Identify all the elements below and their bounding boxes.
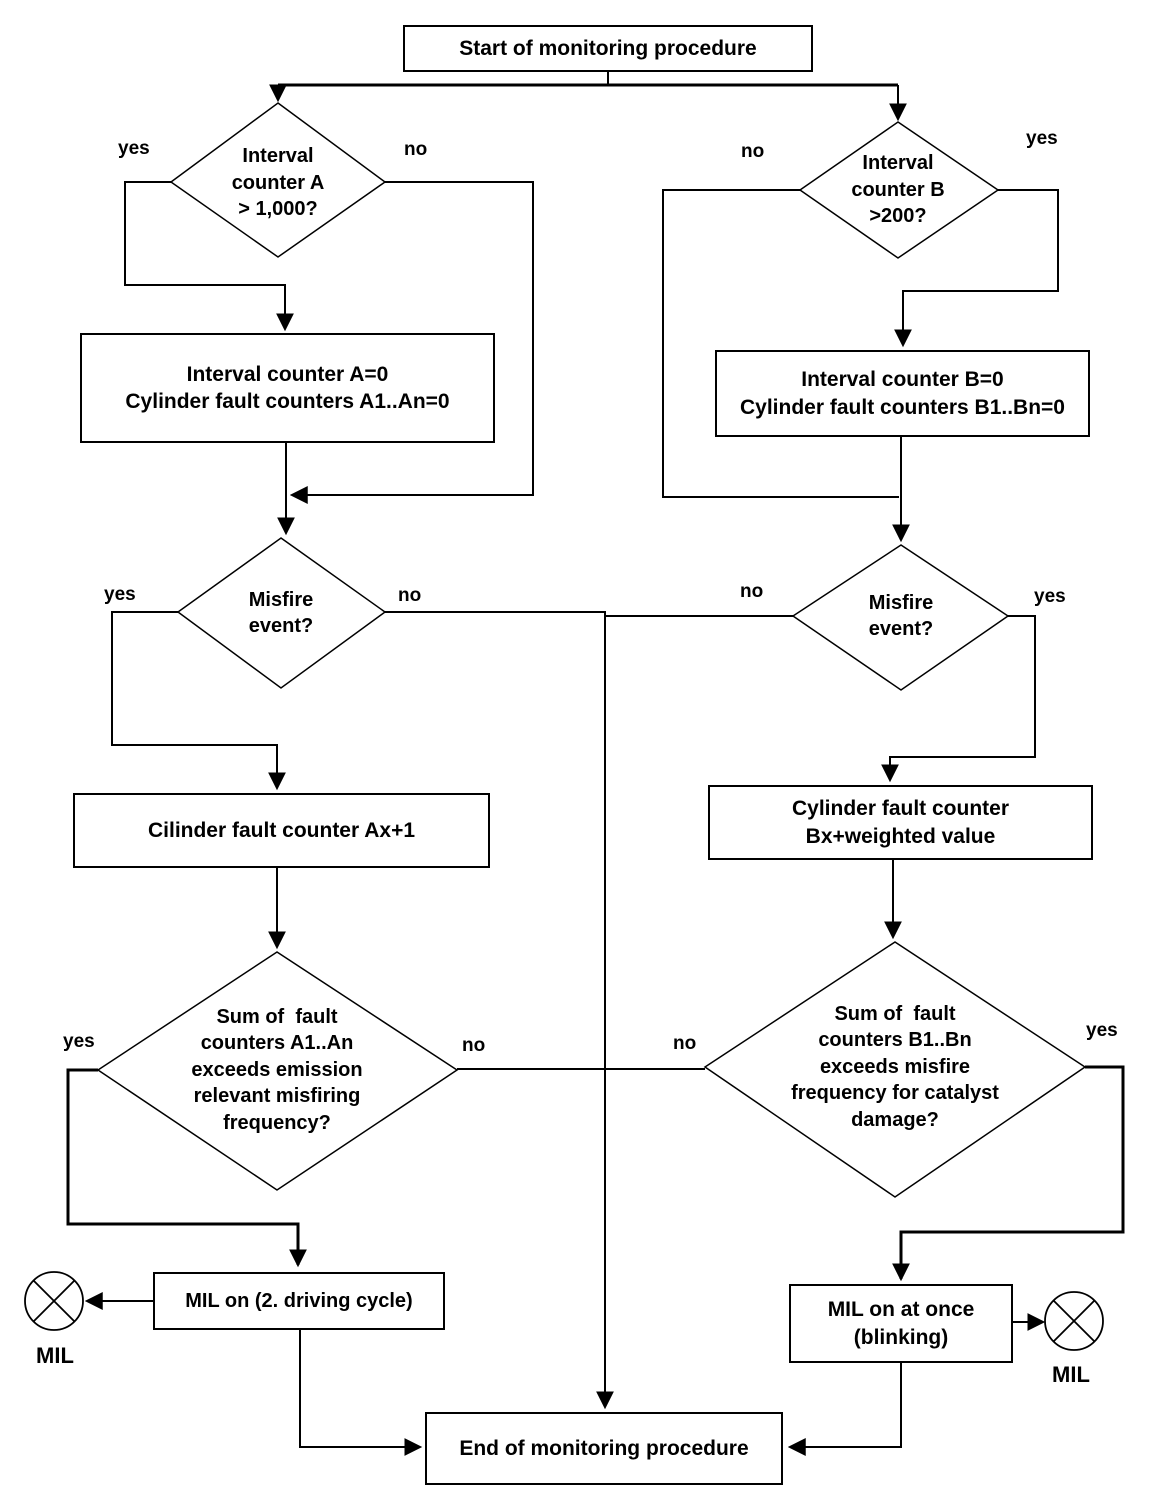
node-sum-a: Sum of fault counters A1..An exceeds emi… — [191, 1006, 363, 1134]
node-increment-a: Cilinder fault counter Ax+1 — [73, 793, 490, 868]
edge-misfire-b-yes — [881, 615, 1036, 783]
node-sum-b: Sum of fault counters B1..Bn exceeds mis… — [791, 1003, 999, 1131]
edge-interval-b-no — [662, 189, 899, 498]
edge-label-interval-b-no: no — [741, 141, 765, 162]
node-reset-a: Interval counter A=0 Cylinder fault coun… — [80, 333, 495, 443]
decision-sum-a-diamond — [96, 951, 459, 1191]
edge-label-interval-a-yes: yes — [118, 138, 150, 159]
node-end: End of monitoring procedure — [425, 1412, 783, 1485]
edge-label-misfire-b-no: no — [740, 581, 764, 602]
edge-label-misfire-a-yes: yes — [104, 584, 136, 605]
edge-interval-b-yes — [894, 189, 1059, 348]
edge-interval-a-yes — [124, 181, 294, 332]
edge-sum-b-yes — [892, 1065, 1125, 1282]
decision-interval-a-diamond — [169, 102, 387, 258]
node-interval-counter-a: Interval counter A > 1,000? — [231, 145, 325, 221]
edge-label-sum-a-yes: yes — [63, 1031, 95, 1052]
decision-interval-b-diamond — [798, 121, 1000, 259]
edge-label-sum-a-no: no — [462, 1035, 486, 1056]
mil-lamp-a-label: MIL — [36, 1343, 74, 1368]
edge-label-interval-a-no: no — [404, 139, 428, 160]
mil-lamp-a-icon — [24, 1271, 84, 1331]
edge-label-sum-b-yes: yes — [1086, 1020, 1118, 1041]
node-misfire-b: Misfire event? — [868, 591, 934, 640]
node-reset-b: Interval counter B=0 Cylinder fault coun… — [715, 350, 1090, 437]
edge-label-sum-b-no: no — [673, 1033, 697, 1054]
decision-misfire-a-diamond — [176, 537, 387, 689]
edge-misfire-a-yes — [111, 611, 286, 791]
edge-misfire-a-no-center — [385, 611, 614, 1410]
node-start: Start of monitoring procedure — [403, 25, 813, 72]
edge-mil-b-to-end — [787, 1363, 902, 1456]
edge-label-misfire-b-yes: yes — [1034, 586, 1066, 607]
node-interval-counter-b: Interval counter B >200? — [851, 152, 945, 228]
node-mil-b: MIL on at once (blinking) — [789, 1284, 1013, 1363]
edge-interval-a-no — [289, 181, 534, 504]
edge-label-interval-b-yes: yes — [1026, 128, 1058, 149]
edge-label-misfire-a-no: no — [398, 585, 422, 606]
edge-mil-a-to-end — [299, 1330, 423, 1456]
mil-lamp-b-icon — [1044, 1291, 1104, 1351]
mil-lamp-b-label: MIL — [1052, 1362, 1090, 1387]
node-increment-b: Cylinder fault counter Bx+weighted value — [708, 785, 1093, 860]
decision-misfire-b-diamond — [791, 544, 1010, 691]
decision-sum-b-diamond — [703, 941, 1087, 1198]
node-misfire-a: Misfire event? — [248, 588, 314, 637]
edge-sum-a-yes — [66, 1068, 307, 1268]
node-mil-a: MIL on (2. driving cycle) — [153, 1272, 445, 1330]
